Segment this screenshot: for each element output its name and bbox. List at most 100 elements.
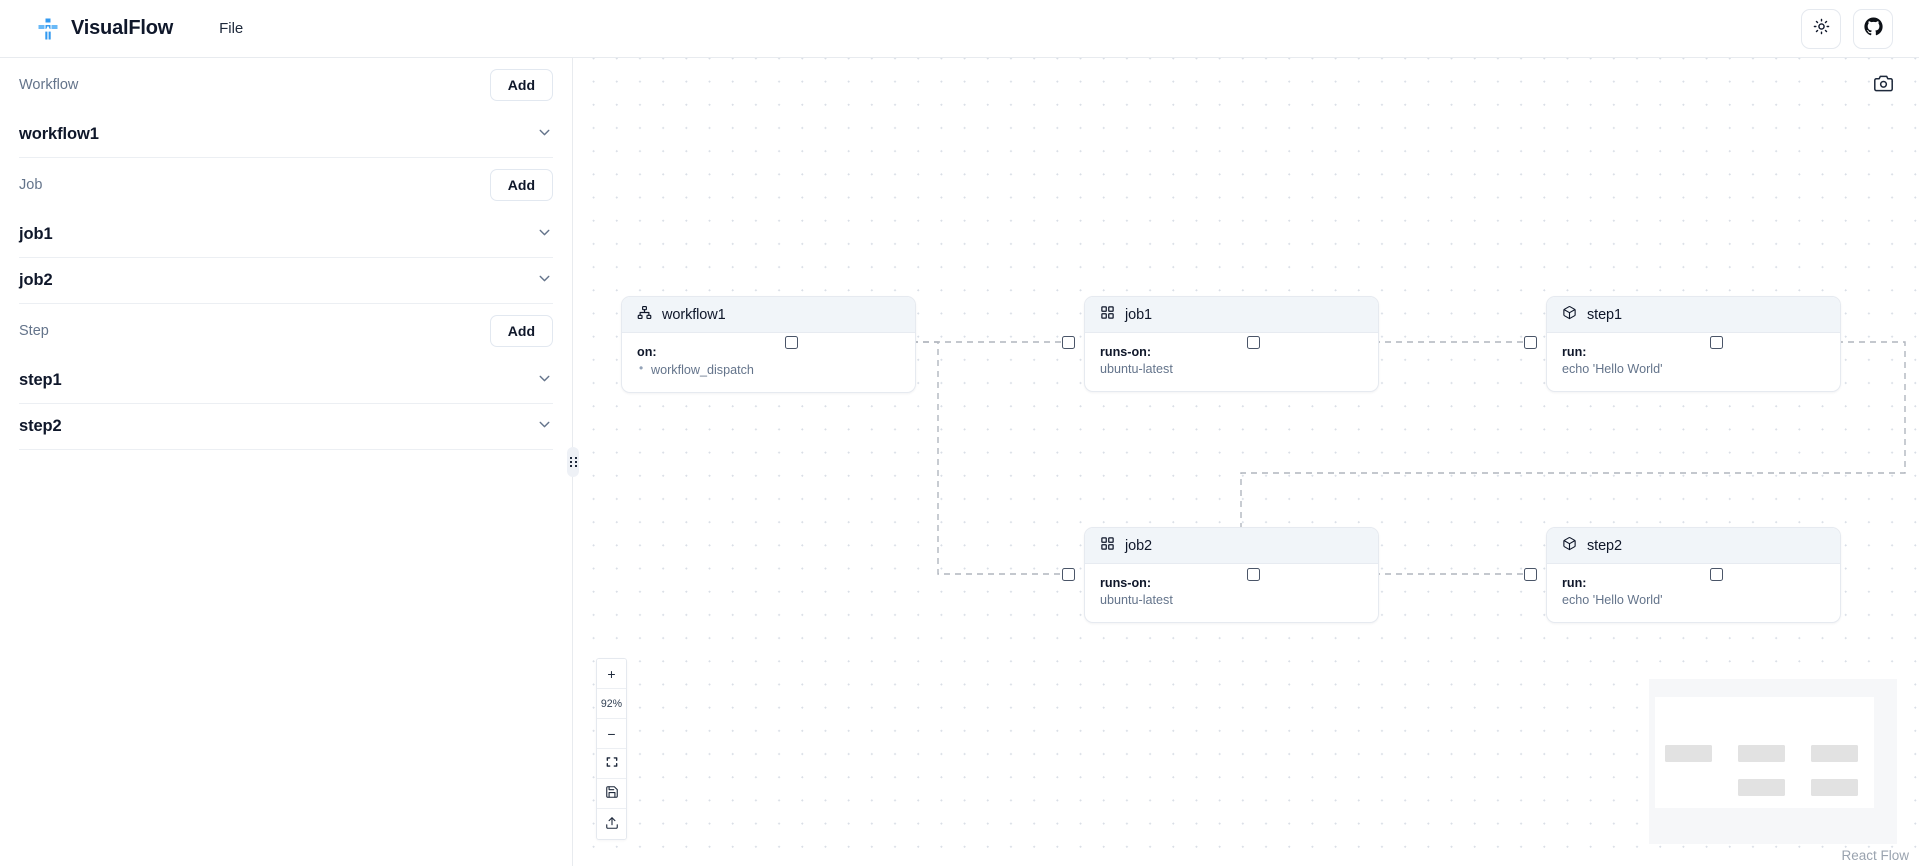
node-body: run: echo 'Hello World' (1547, 333, 1840, 391)
fit-view-icon (605, 755, 619, 772)
list-item: workflow_dispatch (637, 361, 900, 379)
grid-squares-icon (1100, 305, 1115, 325)
node-header: job2 (1085, 528, 1378, 564)
chevron-down-icon[interactable] (536, 124, 553, 146)
chevron-down-icon[interactable] (536, 224, 553, 246)
node-title: step2 (1587, 537, 1622, 554)
minimap[interactable] (1649, 679, 1897, 844)
sidebar-item-workflow1[interactable]: workflow1 (19, 112, 553, 158)
theme-toggle-button[interactable] (1801, 8, 1841, 49)
chevron-down-icon[interactable] (536, 370, 553, 392)
zoom-level-display: 92% (597, 689, 626, 719)
sidebar-resize-handle[interactable] (567, 58, 579, 866)
section-header-job: Job Add (19, 158, 553, 212)
grip-dots (569, 457, 577, 467)
flow-canvas[interactable]: workflow1 on: workflow_dispatch job1 run… (573, 58, 1919, 866)
menu-file[interactable]: File (219, 20, 244, 37)
node-title: step1 (1587, 306, 1622, 323)
resize-grip-icon[interactable] (567, 447, 579, 477)
section-label-step: Step (19, 323, 49, 339)
menu-bar: File (209, 14, 253, 43)
add-job-button[interactable]: Add (489, 169, 553, 201)
top-bar-actions (1801, 8, 1893, 49)
node-value: ubuntu-latest (1100, 361, 1173, 376)
minimap-node (1811, 779, 1858, 796)
add-step-button[interactable]: Add (489, 315, 553, 347)
node-value: ubuntu-latest (1100, 592, 1173, 607)
node-body: runs-on: ubuntu-latest (1085, 333, 1378, 391)
chevron-down-icon[interactable] (536, 416, 553, 438)
sidebar-item-step2[interactable]: step2 (19, 404, 553, 450)
node-body: runs-on: ubuntu-latest (1085, 564, 1378, 622)
top-bar: VisualFlow File (0, 0, 1919, 58)
zoom-out-button[interactable]: − (597, 719, 626, 749)
screenshot-button[interactable] (1869, 72, 1897, 100)
minimap-node (1665, 745, 1712, 762)
handle-job2-source[interactable] (1247, 568, 1260, 581)
handle-step2-target[interactable] (1524, 568, 1537, 581)
node-title: job2 (1125, 537, 1153, 554)
handle-job1-target[interactable] (1062, 336, 1075, 349)
sidebar-item-label: step2 (19, 417, 62, 435)
node-title: workflow1 (662, 306, 726, 323)
node-key: runs-on: (1100, 345, 1152, 359)
section-header-step: Step Add (19, 304, 553, 358)
sidebar-item-label: job1 (19, 225, 53, 243)
node-key: run: (1562, 576, 1587, 590)
camera-icon (1873, 74, 1893, 98)
add-workflow-button[interactable]: Add (489, 69, 553, 101)
handle-job2-target[interactable] (1062, 568, 1075, 581)
node-body: run: echo 'Hello World' (1547, 564, 1840, 622)
node-key: run: (1562, 345, 1587, 359)
handle-step1-target[interactable] (1524, 336, 1537, 349)
handle-step2-source[interactable] (1710, 568, 1723, 581)
node-title: job1 (1125, 306, 1153, 323)
sidebar-item-label: job2 (19, 271, 53, 289)
node-header: step1 (1547, 297, 1840, 333)
handle-step1-source[interactable] (1710, 336, 1723, 349)
sidebar-item-step1[interactable]: step1 (19, 358, 553, 404)
grid-squares-icon (1100, 536, 1115, 556)
node-header: workflow1 (622, 297, 915, 333)
floppy-disk-icon (605, 785, 619, 802)
sidebar-item-label: step1 (19, 371, 62, 389)
node-workflow1[interactable]: workflow1 on: workflow_dispatch (621, 296, 916, 394)
sidebar-item-job2[interactable]: job2 (19, 258, 553, 304)
github-icon (1863, 16, 1883, 41)
chevron-down-icon[interactable] (536, 270, 553, 292)
zoom-controls: + 92% − (596, 658, 627, 840)
cube-icon (1562, 536, 1577, 556)
fit-view-button[interactable] (597, 749, 626, 779)
minimap-node (1738, 779, 1785, 796)
cube-icon (1562, 305, 1577, 325)
node-step1[interactable]: step1 run: echo 'Hello World' (1546, 296, 1841, 393)
export-button[interactable] (597, 809, 626, 839)
github-link-button[interactable] (1853, 8, 1893, 49)
sun-icon (1813, 18, 1830, 40)
node-key: runs-on: (1100, 576, 1152, 590)
sitemap-icon (637, 305, 652, 325)
minimap-node (1811, 745, 1858, 762)
section-label-job: Job (19, 177, 43, 193)
node-step2[interactable]: step2 run: echo 'Hello World' (1546, 527, 1841, 624)
brand-name: VisualFlow (71, 17, 174, 39)
node-header: step2 (1547, 528, 1840, 564)
node-value: echo 'Hello World' (1562, 592, 1663, 607)
sidebar-item-job1[interactable]: job1 (19, 212, 553, 258)
section-label-workflow: Workflow (19, 77, 79, 93)
zoom-in-button[interactable]: + (597, 659, 626, 689)
node-job1[interactable]: job1 runs-on: ubuntu-latest (1084, 296, 1379, 393)
node-job2[interactable]: job2 runs-on: ubuntu-latest (1084, 527, 1379, 624)
upload-icon (605, 816, 619, 833)
save-button[interactable] (597, 779, 626, 809)
handle-workflow1-source[interactable] (785, 336, 798, 349)
node-key: on: (637, 345, 657, 359)
sitemap-logo-icon (36, 17, 60, 41)
brand: VisualFlow (36, 17, 173, 41)
handle-job1-source[interactable] (1247, 336, 1260, 349)
sidebar: Workflow Add workflow1 Job Add job1 job2… (0, 58, 573, 866)
node-header: job1 (1085, 297, 1378, 333)
node-value-list: workflow_dispatch (637, 361, 900, 379)
section-header-workflow: Workflow Add (19, 58, 553, 112)
node-body: on: workflow_dispatch (622, 333, 915, 392)
